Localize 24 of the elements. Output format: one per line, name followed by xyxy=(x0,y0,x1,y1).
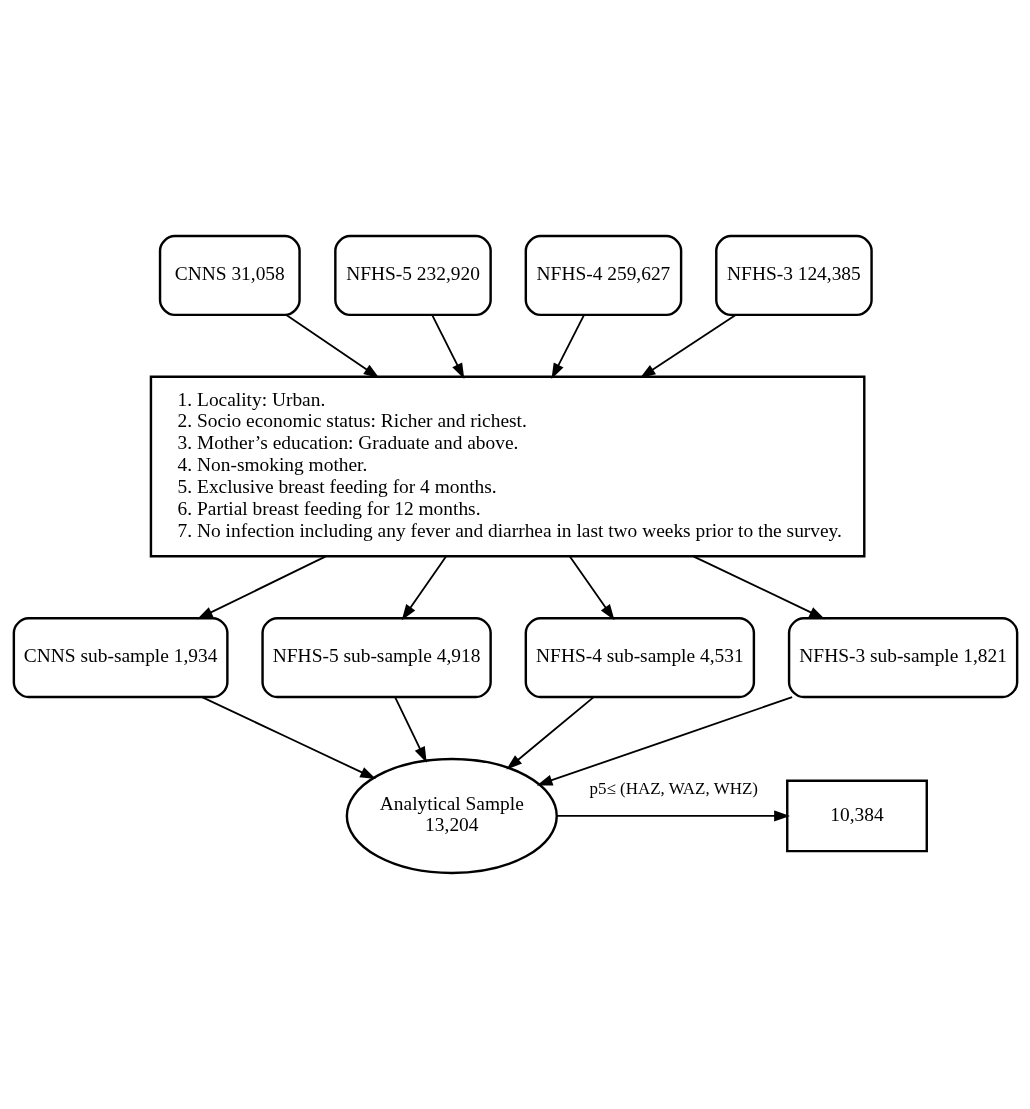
arrow xyxy=(536,696,793,786)
node-box: CNNS 31,058 xyxy=(158,234,301,317)
edge-label: p5≤ (HAZ, WAZ, WHZ) xyxy=(589,778,758,798)
node-box: NFHS-5 232,920 xyxy=(333,234,492,317)
arrow xyxy=(284,314,379,379)
arrow xyxy=(692,555,825,620)
arrow xyxy=(555,810,790,822)
node-box: NFHS-5 sub-sample 4,918 xyxy=(260,616,492,699)
arrow xyxy=(430,314,464,379)
arrow xyxy=(393,696,427,763)
arrow xyxy=(551,314,585,379)
arrow xyxy=(639,314,737,379)
node-box: NFHS-4 sub-sample 4,531 xyxy=(524,616,755,699)
node-box: 10,384 xyxy=(785,779,928,853)
node-box: NFHS-3 124,385 xyxy=(714,234,873,317)
node-box: NFHS-3 sub-sample 1,821 xyxy=(787,616,1018,699)
node-box: CNNS sub-sample 1,934 xyxy=(12,616,229,699)
arrow xyxy=(200,696,376,780)
arrow xyxy=(568,555,614,621)
node-box: NFHS-4 259,627 xyxy=(524,234,682,317)
arrow xyxy=(505,696,594,770)
arrow xyxy=(401,555,447,621)
node-box: 1. Locality: Urban. 2. Socio economic status: Richer and richest. 3. Mother’s education: Graduate and above. 4. Non-smoking mother. 5. Exclusive breast feeding for 4 months. 6. Partial breast feeding for 12 months. 7. No infection including any fever and diarrhea in last two weeks prior to the survey. xyxy=(149,375,865,558)
arrow xyxy=(196,555,326,620)
